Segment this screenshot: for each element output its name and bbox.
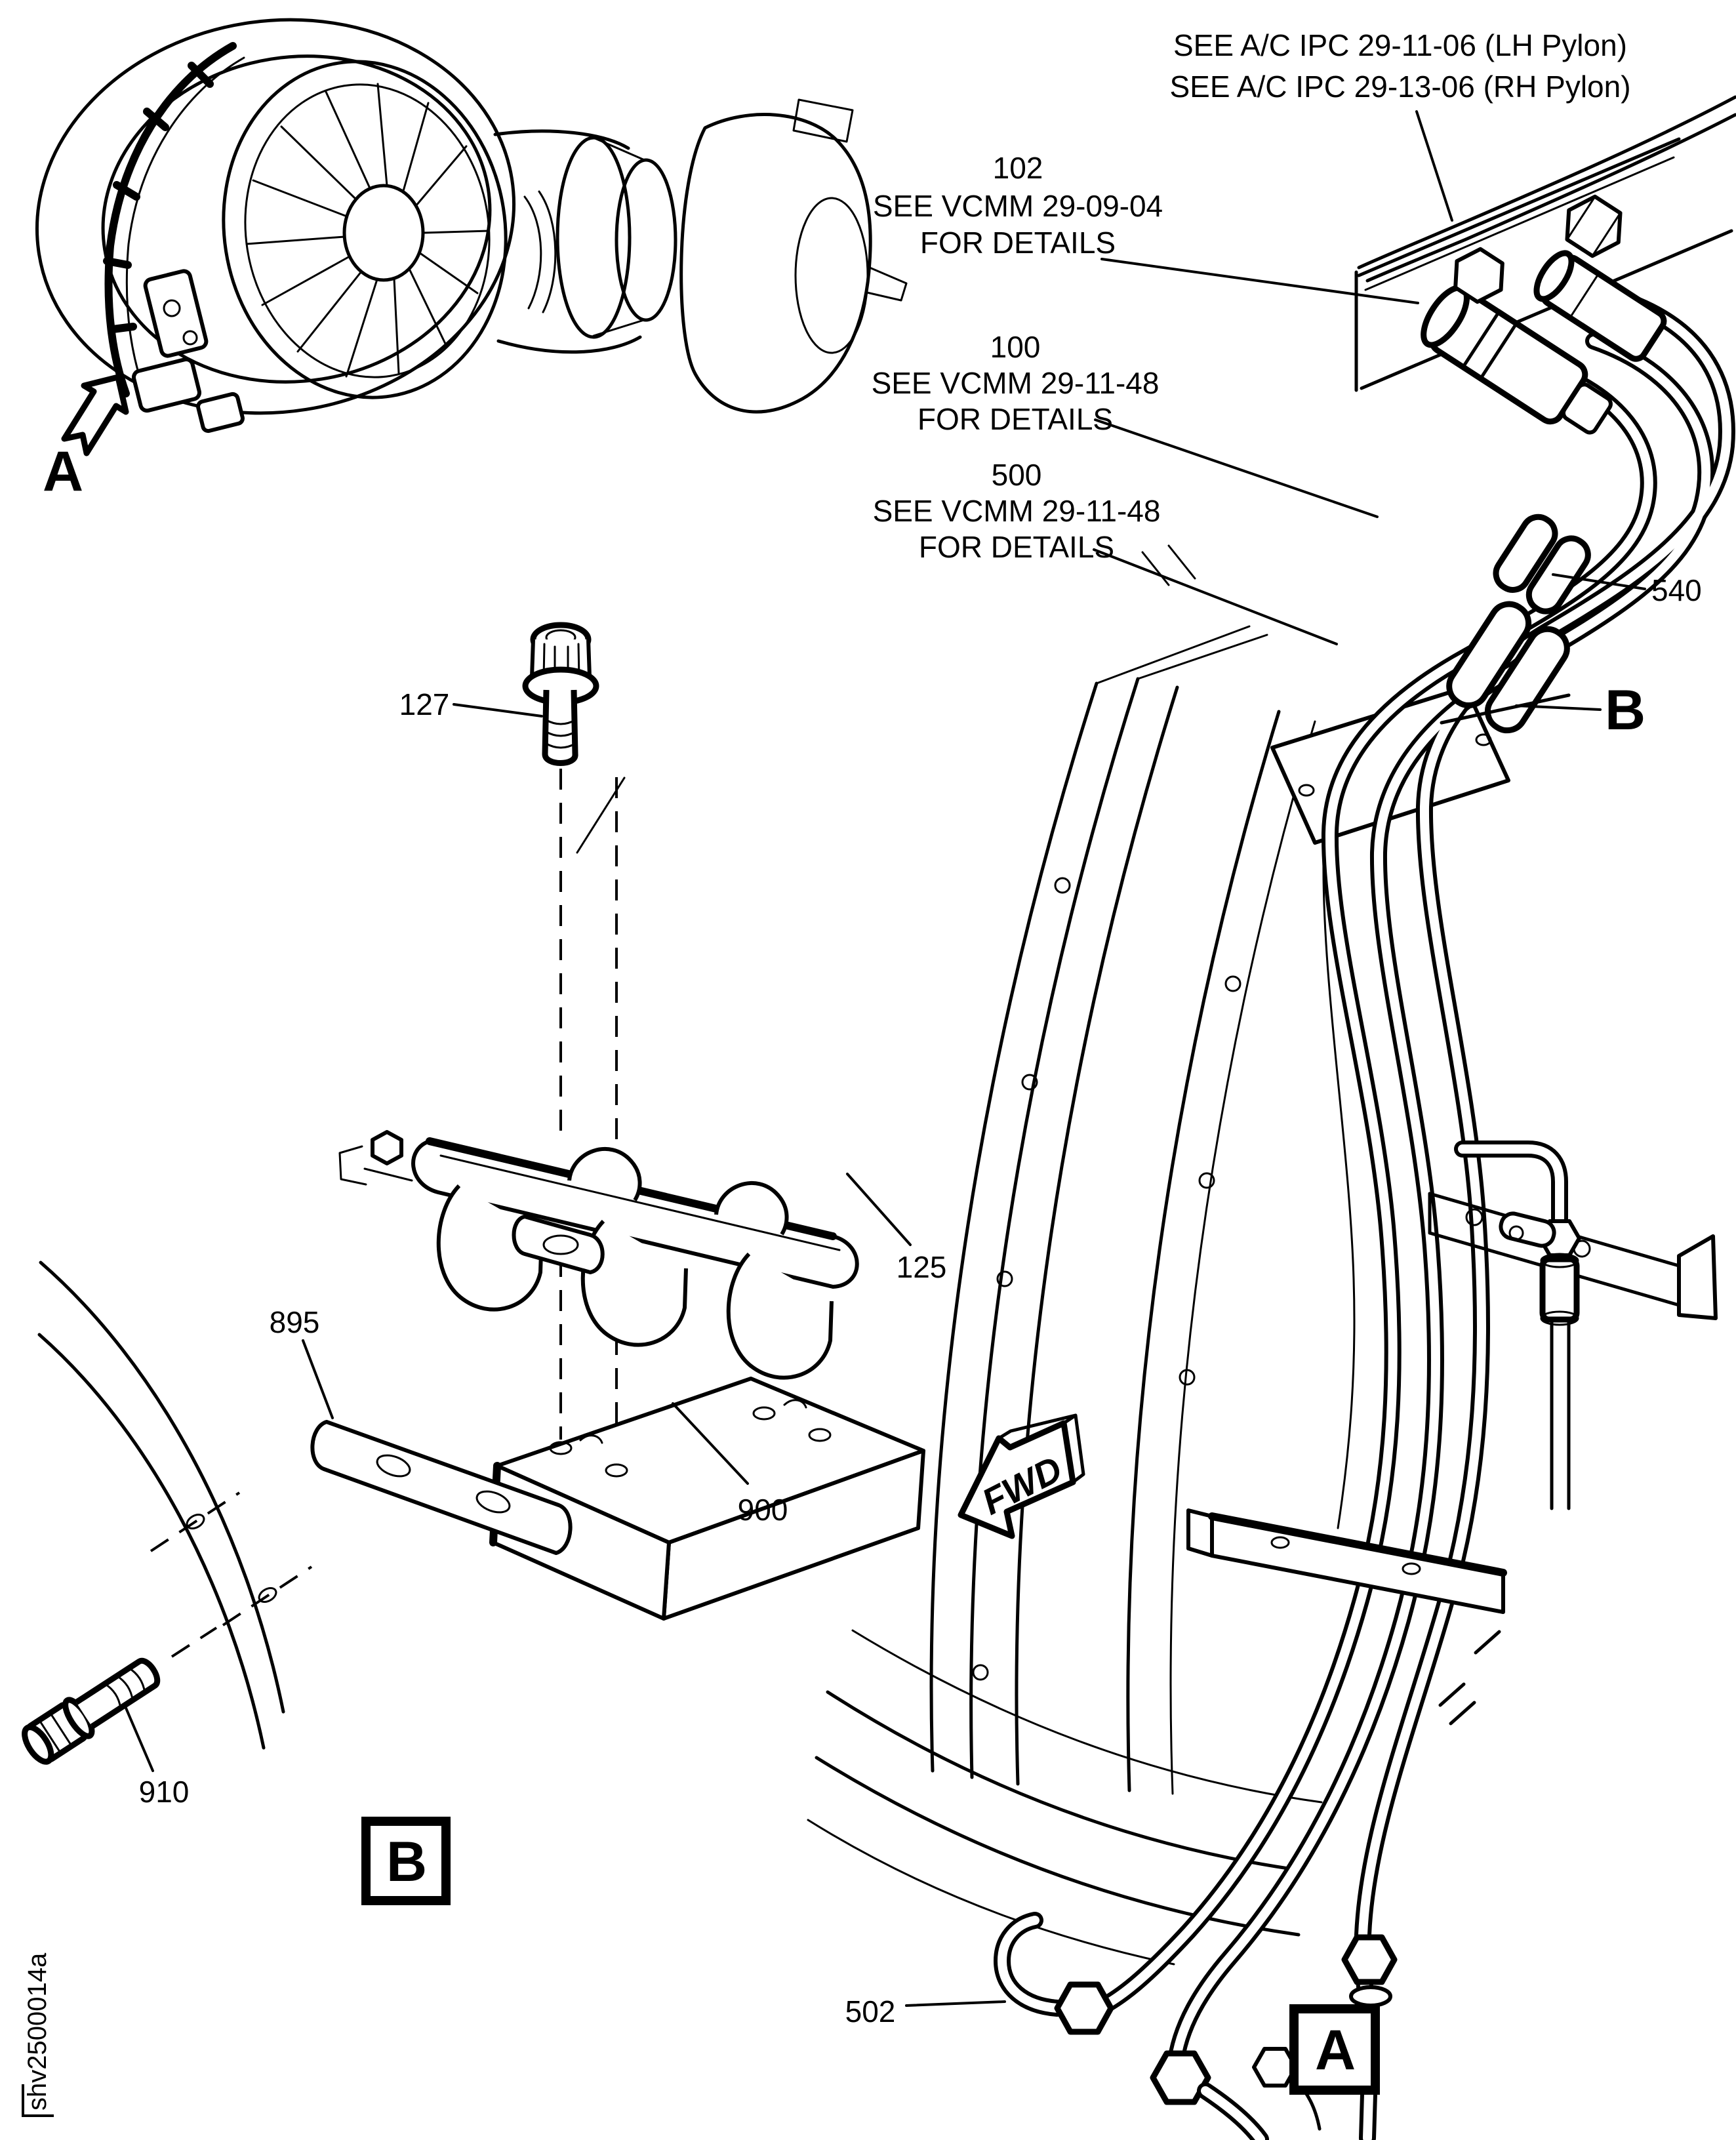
hose-couplings-102: [1421, 194, 1667, 435]
union-fitting: [1539, 1256, 1580, 1323]
callout-900: 900: [738, 1493, 788, 1527]
callout-102-number: 102: [993, 151, 1043, 185]
main-view-fan-case: FWD A: [807, 95, 1736, 2140]
leader-502: [905, 2000, 1006, 2007]
coupling-hex-nut-2: [1565, 194, 1623, 258]
fan-case-bottom-arcs: [807, 1629, 1323, 1966]
loop-clamp-detail-b: [1440, 601, 1571, 734]
exhaust-nozzle: [679, 98, 908, 414]
leader-102: [1100, 258, 1419, 304]
callout-125: 125: [897, 1250, 947, 1284]
engine-core: [493, 129, 677, 354]
nacelle-outer-rim: [35, 18, 516, 415]
fan-ring: [244, 83, 491, 378]
callout-102-note: FOR DETAILS: [920, 226, 1116, 260]
leader-910: [124, 1705, 154, 1772]
bolt-910: [22, 1657, 161, 1765]
assembly-centerlines: [559, 769, 626, 1463]
detail-box-b-frame: [361, 1817, 451, 1905]
figure-id-corner-mark: [22, 2084, 54, 2117]
figure-id-block: shv2500014a: [22, 1952, 54, 2117]
fitting-hex-nut-2: [1150, 2050, 1211, 2105]
spacer-plate-895: [310, 1420, 573, 1555]
callout-540: 540: [1651, 573, 1702, 607]
fan-case-bands: [929, 625, 1316, 1795]
leader-127: [453, 703, 543, 717]
detail-box-b: B: [361, 1817, 451, 1905]
fitting-502-hex-nut: [1054, 1981, 1114, 2035]
figure-id: shv2500014a: [23, 1952, 52, 2110]
fan-blades: [245, 83, 490, 378]
highlighted-tubing-on-fan-case: [103, 42, 245, 397]
engine-overview: [35, 18, 908, 434]
callout-895: 895: [270, 1305, 320, 1339]
leader-540: [1552, 573, 1646, 590]
loop-clamp-540: [1493, 514, 1591, 615]
callout-500-ref: SEE VCMM 29-11-48: [873, 494, 1161, 528]
callout-502: 502: [845, 1994, 896, 2029]
view-arrow-shape: [61, 374, 129, 456]
leader-895: [302, 1339, 334, 1419]
view-box-a-label: A: [1315, 2019, 1356, 2082]
lower-clamp-bar: [1186, 1508, 1507, 1614]
view-box-a-frame: [1289, 2004, 1380, 2095]
callout-102-ref: SEE VCMM 29-09-04: [873, 189, 1163, 223]
ipc-reference-rh: SEE A/C IPC 29-13-06 (RH Pylon): [1169, 70, 1630, 104]
leader-900: [672, 1402, 749, 1485]
leader-500: [1093, 548, 1338, 645]
callout-500-number: 500: [992, 458, 1042, 492]
ipc-reference-lh: SEE A/C IPC 29-11-06 (LH Pylon): [1173, 28, 1627, 62]
callout-500-note: FOR DETAILS: [919, 530, 1114, 564]
fwd-arrow-shape: [958, 1420, 1076, 1539]
nacelle-inner-rim: [101, 54, 492, 384]
fan-frame: [222, 60, 508, 399]
callout-100-ref: SEE VCMM 29-11-48: [872, 366, 1160, 400]
detail-b-exploded: B: [22, 622, 925, 1905]
view-a-label: A: [43, 440, 83, 503]
fitting-hex-nut-3: [1341, 1934, 1398, 1985]
pylon-plate: [1354, 95, 1736, 392]
callout-100-note: FOR DETAILS: [918, 402, 1113, 436]
duct-surface: [37, 1261, 313, 1750]
rail-bracket: [1428, 1141, 1718, 1510]
leader-detail-b: [1515, 704, 1602, 711]
bolt-127: [522, 622, 599, 766]
leader-lines: [124, 110, 1646, 2007]
view-a-arrow: A: [43, 374, 129, 503]
detail-box-b-label: B: [386, 1830, 427, 1893]
view-box-a: A: [1289, 2004, 1380, 2095]
bracket-900: [489, 1377, 925, 1621]
clamp-bar-125: [338, 1130, 859, 1380]
coupling-hex-nut: [1453, 247, 1504, 304]
callout-910: 910: [139, 1775, 190, 1809]
detail-b-pointer-label: B: [1605, 679, 1645, 742]
leader-125: [846, 1173, 912, 1246]
callout-127: 127: [399, 687, 450, 721]
leader-100: [1094, 418, 1379, 518]
callout-100-number: 100: [990, 330, 1041, 364]
text-callouts: SEE A/C IPC 29-11-06 (LH Pylon) SEE A/C …: [139, 28, 1702, 2029]
leader-ipc: [1415, 110, 1453, 222]
accessory-gearbox: [131, 269, 245, 434]
hydraulic-tubes: [1081, 296, 1735, 2140]
